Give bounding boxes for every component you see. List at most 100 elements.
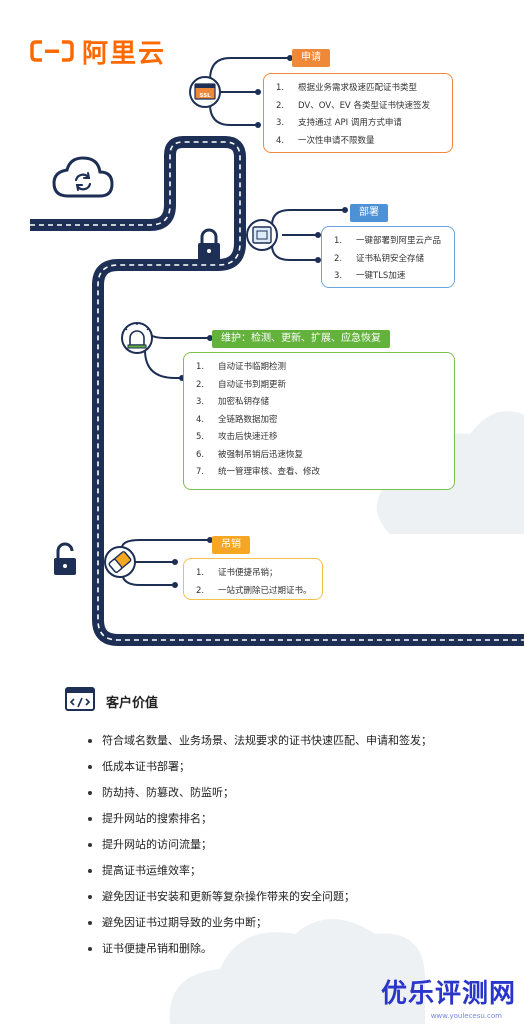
connector-deploy <box>271 209 345 226</box>
list-item-number: 1. <box>196 362 205 372</box>
stage-list-item: 1. 自动证书临期检测 <box>196 359 444 377</box>
list-item-number: 4. <box>276 135 285 146</box>
bullet-dot <box>88 765 92 769</box>
list-item-text: 加密私钥存储 <box>218 397 270 407</box>
list-item-text: 避免因证书安装和更新等复杂操作带来的安全问题； <box>102 890 355 903</box>
logo-text: 阿里云 <box>82 38 167 69</box>
list-item-text: 一站式删除已过期证书。 <box>218 585 312 596</box>
bullet-dot <box>88 843 92 847</box>
stage-list-item: 6. 被强制吊销后迅速恢复 <box>196 447 444 465</box>
list-item-text: DV、OV、EV 各类型证书快速签发 <box>298 100 430 111</box>
server-icon <box>246 219 278 251</box>
stage-tag-apply: 申请 <box>292 49 330 67</box>
bullet-dot <box>88 921 92 925</box>
list-item-text: 一键部署到阿里云产品 <box>356 236 442 246</box>
list-item-text: 低成本证书部署； <box>102 760 190 773</box>
stage-list-item: 5. 攻击后快速迁移 <box>196 429 444 447</box>
list-item-number: 3. <box>334 271 343 281</box>
list-item-number: 7. <box>196 467 205 477</box>
bullet-dot <box>88 817 92 821</box>
stage-list-maintain: 1. 自动证书临期检测 2. 自动证书到期更新 3. 加密私钥存储 4.全链路数据加密 5. 攻… <box>196 359 444 482</box>
ssl-certificate-icon <box>189 76 221 108</box>
list-item-text: 提高证书运维效率； <box>102 864 201 877</box>
aliyun-logo-icon <box>30 40 74 62</box>
bullet-dot <box>88 869 92 873</box>
stage-tag-revoke: 吊销 <box>212 536 250 554</box>
list-item-text: 防劫持、防篡改、防监听； <box>102 786 234 799</box>
list-item-text: 提升网站的访问流量； <box>102 838 212 851</box>
stage-box-maintain: 1. 自动证书临期检测 2. 自动证书到期更新 3. 加密私钥存储 4.全链路数据加密 5. 攻… <box>183 352 455 490</box>
list-item-text: 被强制吊销后迅速恢复 <box>218 449 304 460</box>
stage-list-item: 1. 根据业务需求极速匹配证书类型 <box>276 80 442 98</box>
list-item-number: 1. <box>276 83 285 93</box>
stage-list-item: 3. 加密私钥存储 <box>196 394 444 412</box>
list-item-text: 根据业务需求极速匹配证书类型 <box>298 83 418 93</box>
list-item-text: 提升网站的搜索排名； <box>102 812 212 825</box>
connector-apply <box>209 57 290 81</box>
list-item-text: 统一管理审核、查看、修改 <box>218 467 321 477</box>
alarm-light-icon <box>121 322 153 354</box>
customer-value-list: 符合域名数量、业务场景、法规要求的证书快速匹配、申请和签发； 低成本证书部署； 防劫… <box>88 728 432 962</box>
aliyun-logo: 阿里云 <box>30 36 166 69</box>
bullet-dot <box>88 791 92 795</box>
watermark-url: www.youlecesu.com <box>430 1012 502 1020</box>
list-item-text: 自动证书临期检测 <box>218 362 287 372</box>
stage-list-item: 2. 一站式删除已过期证书。 <box>196 583 312 601</box>
list-item: 证书便捷吊销和删除。 <box>88 936 432 962</box>
stage-box-apply: 1. 根据业务需求极速匹配证书类型 2. DV、OV、EV 各类型证书快速签发 3. 支持… <box>263 73 453 153</box>
ssl-badge-text: SSL <box>199 93 211 99</box>
stage-list-item: 2. DV、OV、EV 各类型证书快速签发 <box>276 98 442 116</box>
connector-revoke <box>121 539 210 549</box>
list-item: 避免因证书过期导致的业务中断； <box>88 910 432 936</box>
list-item: 提高证书运维效率； <box>88 858 432 884</box>
stage-list-deploy: 1. 一键部署到阿里云产品 2.证书私钥安全存储 3. 一键TLS加速 <box>334 233 444 286</box>
stage-list-item: 2.证书私钥安全存储 <box>334 251 444 269</box>
stage-list-item: 3. 一键TLS加速 <box>334 268 444 286</box>
stage-list-item: 1. 一键部署到阿里云产品 <box>334 233 444 251</box>
list-item-number: 5. <box>196 432 205 442</box>
stage-list-apply: 1. 根据业务需求极速匹配证书类型 2. DV、OV、EV 各类型证书快速签发 3. 支持… <box>276 80 442 150</box>
stage-list-item: 4.全链路数据加密 <box>196 412 444 430</box>
list-item-number: 6. <box>196 449 205 460</box>
stage-list-revoke: 1. 证书便捷吊销； 2. 一站式删除已过期证书。 <box>196 565 312 600</box>
bullet-dot <box>88 739 92 743</box>
list-item-text: 攻击后快速迁移 <box>218 432 278 442</box>
list-item-number: 1. <box>196 568 205 578</box>
eraser-icon <box>104 546 136 578</box>
list-item-number: 2. <box>334 253 343 264</box>
stage-list-item: 4. 一次性申请不限数量 <box>276 133 442 151</box>
bullet-dot <box>88 947 92 951</box>
customer-value-title: 客户价值 <box>106 696 159 711</box>
list-item: 提升网站的搜索排名； <box>88 806 432 832</box>
list-item-text: 避免因证书过期导致的业务中断； <box>102 916 267 929</box>
road-center-line <box>30 141 524 641</box>
list-item-number: 3. <box>196 397 205 407</box>
list-item-number: 2. <box>196 585 205 596</box>
list-item-text: 一次性申请不限数量 <box>298 135 375 146</box>
stage-tag-deploy: 部署 <box>350 204 388 222</box>
bullet-dot <box>88 895 92 899</box>
code-window-icon <box>65 687 95 711</box>
list-item-number: 2. <box>276 100 285 111</box>
list-item-text: 证书便捷吊销和删除。 <box>102 942 212 955</box>
list-item-text: 一键TLS加速 <box>356 271 406 281</box>
list-item: 提升网站的访问流量； <box>88 832 432 858</box>
list-item-text: 支持通过 API 调用方式申请 <box>298 118 402 128</box>
list-item: 防劫持、防篡改、防监听； <box>88 780 432 806</box>
connector-maintain <box>144 324 210 339</box>
watermark: 优乐评测网 <box>380 979 516 1009</box>
stage-tag-maintain: 维护：检测、更新、扩展、应急恢复 <box>212 330 390 348</box>
stage-list-item: 2. 自动证书到期更新 <box>196 377 444 395</box>
list-item-text: 自动证书到期更新 <box>218 379 287 390</box>
list-item-number: 3. <box>276 118 285 128</box>
list-item-number: 1. <box>334 236 343 246</box>
stage-box-revoke: 1. 证书便捷吊销； 2. 一站式删除已过期证书。 <box>183 558 323 600</box>
list-item: 低成本证书部署； <box>88 754 432 780</box>
list-item: 符合域名数量、业务场景、法规要求的证书快速匹配、申请和签发； <box>88 728 432 754</box>
list-item-text: 全链路数据加密 <box>218 414 278 425</box>
list-item-number: 2. <box>196 379 205 390</box>
list-item-text: 证书便捷吊销； <box>218 568 278 578</box>
padlock-unlocked-icon <box>54 542 76 575</box>
